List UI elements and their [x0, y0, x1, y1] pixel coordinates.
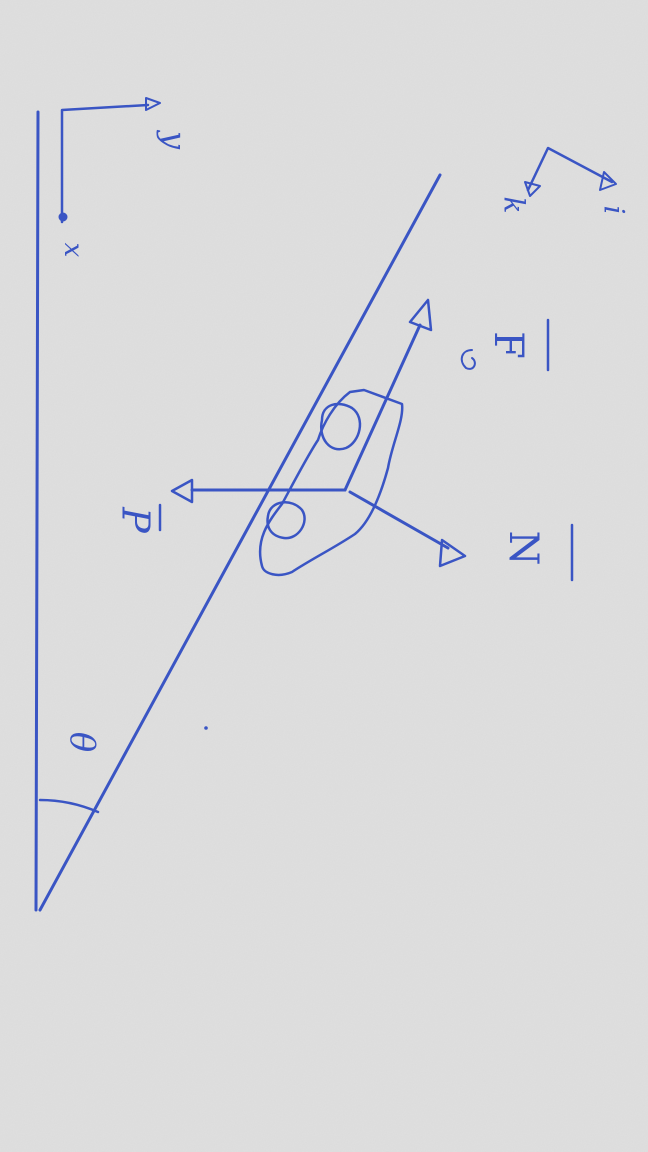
f-subscript-mark	[460, 349, 476, 370]
axes-icon	[60, 103, 150, 224]
axis-y-label: y	[156, 129, 194, 150]
arrowhead-icon	[438, 538, 467, 568]
stray-dot	[204, 726, 208, 730]
vector-f-line	[343, 323, 422, 492]
force-p-label: P	[114, 506, 158, 534]
arrowhead-icon	[524, 181, 541, 197]
axis-x-label: x	[58, 243, 88, 258]
block-wheel-bottom	[266, 501, 306, 540]
arrowhead-icon	[599, 171, 617, 191]
block-icon	[258, 388, 404, 577]
arrowhead-icon	[408, 298, 433, 332]
incline-line	[38, 173, 442, 912]
axis-origin-dot	[58, 212, 68, 222]
ground-line	[34, 110, 40, 912]
angle-arc-icon	[38, 798, 100, 814]
ik-axes-icon	[526, 146, 614, 192]
block-wheel-top	[319, 402, 362, 451]
vector-n-line	[348, 490, 450, 550]
theta-label: θ	[62, 732, 102, 752]
force-f-label: F	[485, 331, 531, 359]
unit-k-label: k	[498, 197, 531, 214]
arrowhead-icon	[170, 478, 194, 504]
force-n-label: N	[500, 531, 546, 566]
unit-i-label: i	[598, 206, 631, 215]
arrowhead-icon	[145, 97, 161, 111]
